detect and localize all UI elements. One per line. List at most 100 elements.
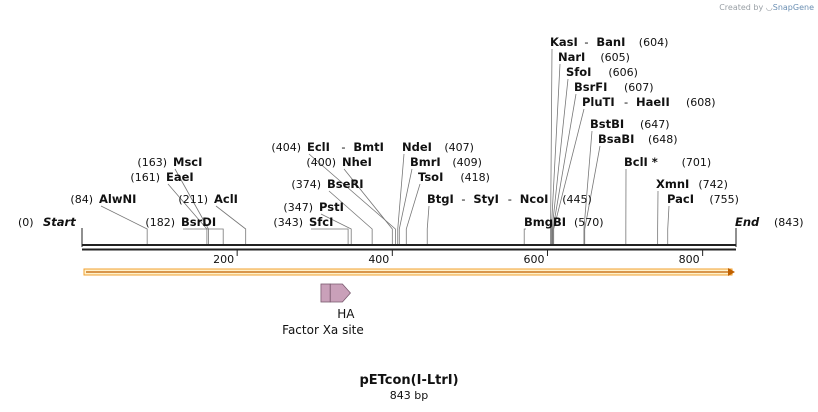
site-name: BmtI [353, 140, 384, 154]
site-leader-line [308, 153, 396, 245]
restriction-site[interactable]: BmgBI(570) [524, 215, 604, 229]
site-name: SfcI [309, 215, 333, 229]
restriction-site[interactable]: TsoI(418) [418, 170, 490, 184]
restriction-site[interactable]: PacI (755) [667, 192, 739, 206]
site-name: HaeII [636, 95, 670, 109]
restriction-site[interactable]: (404) EclI-BmtI [271, 140, 384, 154]
ruler-tick-label: 800 [679, 253, 700, 266]
site-position: (445) [562, 193, 592, 206]
orf-arrowhead-icon [728, 268, 735, 276]
site-position: (182) [145, 216, 175, 229]
site-position: (606) [608, 66, 638, 79]
site-name: NheI [342, 155, 372, 169]
feature-label-factor-xa: Factor Xa site [282, 323, 364, 337]
site-name: NcoI [520, 192, 549, 206]
site-position: (343) [273, 216, 303, 229]
site-leader-line [183, 228, 224, 245]
restriction-site[interactable]: BsrFI(607) [574, 80, 654, 94]
site-name: BsrFI [574, 80, 607, 94]
site-separator: - [341, 140, 345, 154]
site-position: (374) [291, 178, 321, 191]
end-position: (0) [18, 216, 34, 229]
site-name: EclI [307, 140, 330, 154]
site-position: (404) [271, 141, 301, 154]
site-position: (605) [600, 51, 630, 64]
site-name: NarI [558, 50, 585, 64]
restriction-site[interactable]: BmrI (409) [410, 155, 482, 169]
site-leader-line [667, 205, 670, 245]
site-position: (604) [639, 36, 669, 49]
restriction-site[interactable]: NdeI(407) [402, 140, 474, 154]
restriction-site[interactable]: PluTI-HaeII(608) [582, 95, 716, 109]
restriction-site[interactable]: KasI-BanI(604) [550, 35, 668, 49]
credit-brand: SnapGene [772, 3, 814, 12]
restriction-site[interactable]: BsaBI(648) [598, 132, 678, 146]
site-name: BmgBI [524, 215, 566, 229]
site-name: AlwNI [99, 192, 136, 206]
site-leader-line [583, 130, 593, 245]
restriction-site[interactable]: BtgI-StyI-NcoI(445) [427, 192, 592, 206]
site-leader-line [550, 48, 553, 245]
site-leader-line [584, 145, 601, 245]
site-leader-line [215, 205, 247, 245]
site-position: (409) [452, 156, 482, 169]
site-name: AclI [214, 192, 238, 206]
site-position: (163) [137, 156, 167, 169]
restriction-site[interactable]: (211)AclI [178, 192, 238, 206]
restriction-site[interactable]: (163) MscI [137, 155, 202, 169]
site-name: StyI [473, 192, 499, 206]
site-leader-line [311, 228, 349, 245]
features: HA Factor Xa site [282, 283, 364, 337]
site-position: (608) [686, 96, 716, 109]
restriction-site[interactable]: (347) PstI [283, 200, 343, 214]
site-name: BmrI [410, 155, 441, 169]
site-position: (648) [648, 133, 678, 146]
feature-factor-xa[interactable] [320, 283, 331, 303]
end-position: (843) [774, 216, 804, 229]
site-position: (755) [709, 193, 739, 206]
restriction-site[interactable]: (84) AlwNI [70, 192, 136, 206]
site-name: SfoI [566, 65, 591, 79]
restriction-site[interactable]: (374)BseRI [291, 177, 363, 191]
restriction-site[interactable]: XmnI(742) [656, 177, 728, 191]
feature-label-ha: HA [337, 307, 355, 321]
site-leader-line [523, 228, 526, 245]
site-leader-line [550, 63, 561, 245]
restriction-site[interactable]: (182)BsrDI [145, 215, 216, 229]
site-name: BclI * [624, 155, 658, 169]
restriction-site[interactable]: BstBI(647) [590, 117, 670, 131]
site-name: PacI [667, 192, 694, 206]
site-separator: - [508, 192, 512, 206]
site-name: BstBI [590, 117, 624, 131]
site-leader-line [398, 168, 413, 245]
site-leader-line [343, 168, 393, 245]
feature-ha-arrow[interactable] [329, 283, 351, 303]
restriction-site[interactable]: (343) SfcI [273, 215, 333, 229]
site-leader-line [328, 190, 373, 245]
site-leader-line [405, 183, 421, 245]
site-leader-line [174, 168, 209, 245]
map-title: pETcon(I-LtrI) [359, 373, 459, 388]
restriction-site[interactable]: NarI (605) [558, 50, 630, 64]
site-position: (418) [460, 171, 490, 184]
site-name: EaeI [166, 170, 194, 184]
site-position: (701) [682, 156, 712, 169]
site-leader-line [320, 213, 352, 245]
restriction-site[interactable]: SfoI (606) [566, 65, 638, 79]
site-position: (84) [70, 193, 93, 206]
restriction-site[interactable]: (400)NheI [306, 155, 371, 169]
site-position: (347) [283, 201, 313, 214]
site-leader-line [552, 93, 577, 245]
site-name: MscI [173, 155, 202, 169]
site-separator: - [461, 192, 465, 206]
site-position: (742) [698, 178, 728, 191]
site-name: PstI [319, 200, 344, 214]
ruler-tick-label: 400 [368, 253, 389, 266]
sequence-backbone [82, 244, 736, 251]
restriction-site[interactable]: (161)EaeI [130, 170, 193, 184]
end-label-end: End [735, 215, 760, 229]
restriction-site[interactable]: BclI * (701) [624, 155, 711, 169]
